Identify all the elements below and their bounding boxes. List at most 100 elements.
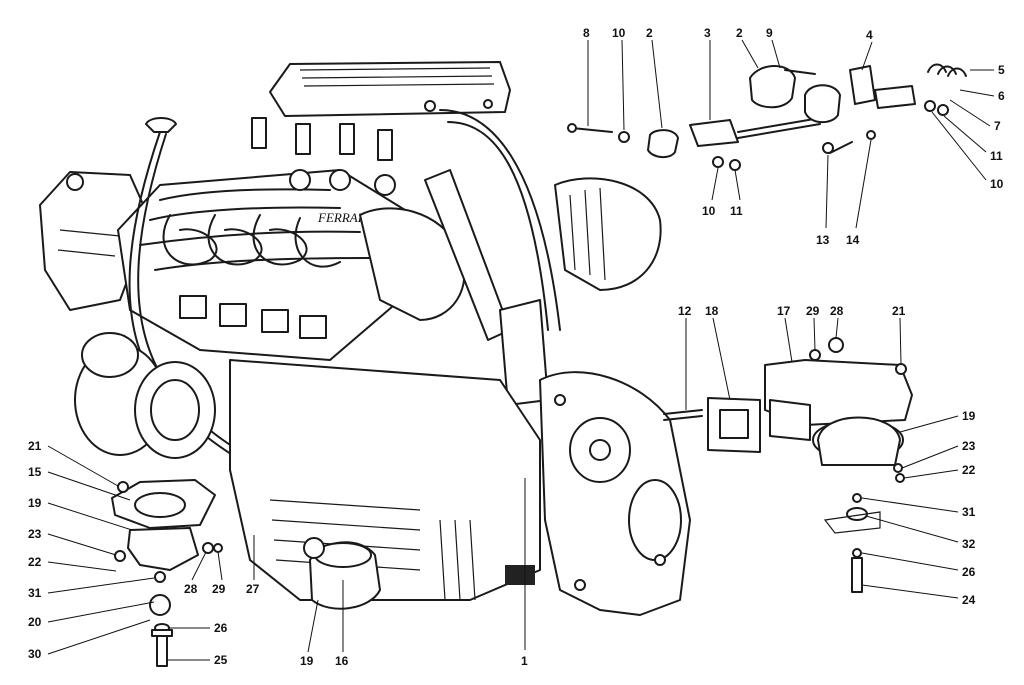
callout-29: 29	[212, 551, 226, 596]
svg-text:6: 6	[998, 89, 1005, 103]
gearbox-housing	[539, 371, 691, 616]
svg-text:10: 10	[702, 204, 716, 218]
callout-21: 21	[28, 439, 119, 487]
callout-27: 27	[246, 535, 260, 596]
callout-31: 31	[28, 577, 155, 600]
callout-31: 31	[861, 497, 976, 519]
callout-24: 24	[861, 584, 976, 607]
svg-text:21: 21	[28, 439, 42, 453]
callout-9: 9	[766, 26, 781, 69]
callout-28: 28	[184, 551, 207, 596]
callout-10: 10	[702, 167, 719, 218]
svg-text:10: 10	[612, 26, 626, 40]
left-mount-assembly	[111, 479, 223, 667]
svg-text:1: 1	[521, 654, 528, 668]
svg-text:31: 31	[962, 505, 976, 519]
callout-2: 2	[646, 26, 663, 129]
svg-text:12: 12	[678, 304, 692, 318]
callout-13: 13	[816, 154, 830, 247]
callout-19: 19	[300, 599, 319, 668]
svg-text:25: 25	[214, 653, 228, 667]
callout-23: 23	[901, 439, 976, 469]
callout-15: 15	[28, 465, 131, 501]
callout-21: 21	[892, 304, 906, 365]
front-pulleys	[74, 332, 216, 459]
svg-text:24: 24	[962, 593, 976, 607]
callout-22: 22	[903, 463, 976, 479]
svg-text:4: 4	[866, 28, 873, 42]
svg-text:17: 17	[777, 304, 791, 318]
svg-text:11: 11	[730, 204, 743, 218]
right-mount-assembly	[764, 337, 913, 593]
svg-text:31: 31	[28, 586, 42, 600]
air-filter-housing	[359, 177, 662, 321]
svg-text:28: 28	[184, 582, 198, 596]
callout-4: 4	[861, 28, 873, 71]
svg-text:14: 14	[846, 233, 860, 247]
callout-5: 5	[970, 63, 1005, 77]
svg-text:8: 8	[583, 26, 590, 40]
svg-text:21: 21	[892, 304, 906, 318]
svg-text:18: 18	[705, 304, 719, 318]
svg-text:20: 20	[28, 615, 42, 629]
svg-text:27: 27	[246, 582, 260, 596]
svg-text:16: 16	[335, 654, 349, 668]
distributor-group	[251, 117, 396, 196]
callout-26: 26	[861, 552, 976, 579]
callout-19: 19	[899, 409, 976, 433]
svg-text:2: 2	[646, 26, 653, 40]
callout-16: 16	[335, 580, 349, 668]
callout-20: 20	[28, 601, 155, 629]
callout-26: 26	[168, 621, 228, 635]
svg-text:11: 11	[990, 149, 1003, 163]
callout-10: 10	[931, 111, 1004, 191]
callout-1: 1	[521, 478, 528, 668]
svg-text:5: 5	[998, 63, 1005, 77]
svg-text:9: 9	[766, 26, 773, 40]
callout-2: 2	[736, 26, 759, 69]
svg-text:26: 26	[962, 565, 976, 579]
center-mount-assembly	[303, 537, 381, 610]
svg-text:26: 26	[214, 621, 228, 635]
callout-23: 23	[28, 527, 117, 556]
callout-30: 30	[28, 619, 151, 661]
callout-14: 14	[846, 139, 872, 247]
svg-text:23: 23	[28, 527, 42, 541]
svg-text:13: 13	[816, 233, 830, 247]
svg-text:29: 29	[806, 304, 820, 318]
intake-plenum	[269, 61, 511, 117]
ferrari-script-logo: FERRARI	[317, 210, 371, 225]
svg-text:19: 19	[28, 496, 42, 510]
svg-text:23: 23	[962, 439, 976, 453]
callout-labels: 8 10 2 3 2 9 4 5 6 7 11 10 10 11 13 14 1…	[28, 26, 1005, 668]
svg-text:7: 7	[994, 119, 1001, 133]
engine-assembly: FERRARI	[39, 61, 967, 667]
svg-text:15: 15	[28, 465, 42, 479]
svg-text:2: 2	[736, 26, 743, 40]
svg-text:30: 30	[28, 647, 42, 661]
callout-28: 28	[830, 304, 844, 339]
callout-11: 11	[943, 115, 1003, 163]
callout-25: 25	[168, 653, 228, 667]
callout-17: 17	[777, 304, 793, 363]
svg-text:22: 22	[962, 463, 976, 477]
callout-18: 18	[705, 304, 731, 401]
ignition-leads	[162, 214, 341, 339]
callout-19: 19	[28, 496, 133, 531]
callout-6: 6	[959, 89, 1005, 103]
callout-29: 29	[806, 304, 820, 351]
svg-text:10: 10	[990, 177, 1004, 191]
torque-rod-assembly	[567, 63, 967, 171]
callout-8: 8	[583, 26, 590, 126]
svg-text:22: 22	[28, 555, 42, 569]
callout-12: 12	[678, 304, 692, 410]
crankcase	[229, 359, 541, 601]
callout-11: 11	[730, 169, 743, 218]
svg-text:19: 19	[300, 654, 314, 668]
svg-text:29: 29	[212, 582, 226, 596]
svg-text:28: 28	[830, 304, 844, 318]
svg-text:32: 32	[962, 537, 976, 551]
callout-3: 3	[704, 26, 711, 120]
svg-text:19: 19	[962, 409, 976, 423]
